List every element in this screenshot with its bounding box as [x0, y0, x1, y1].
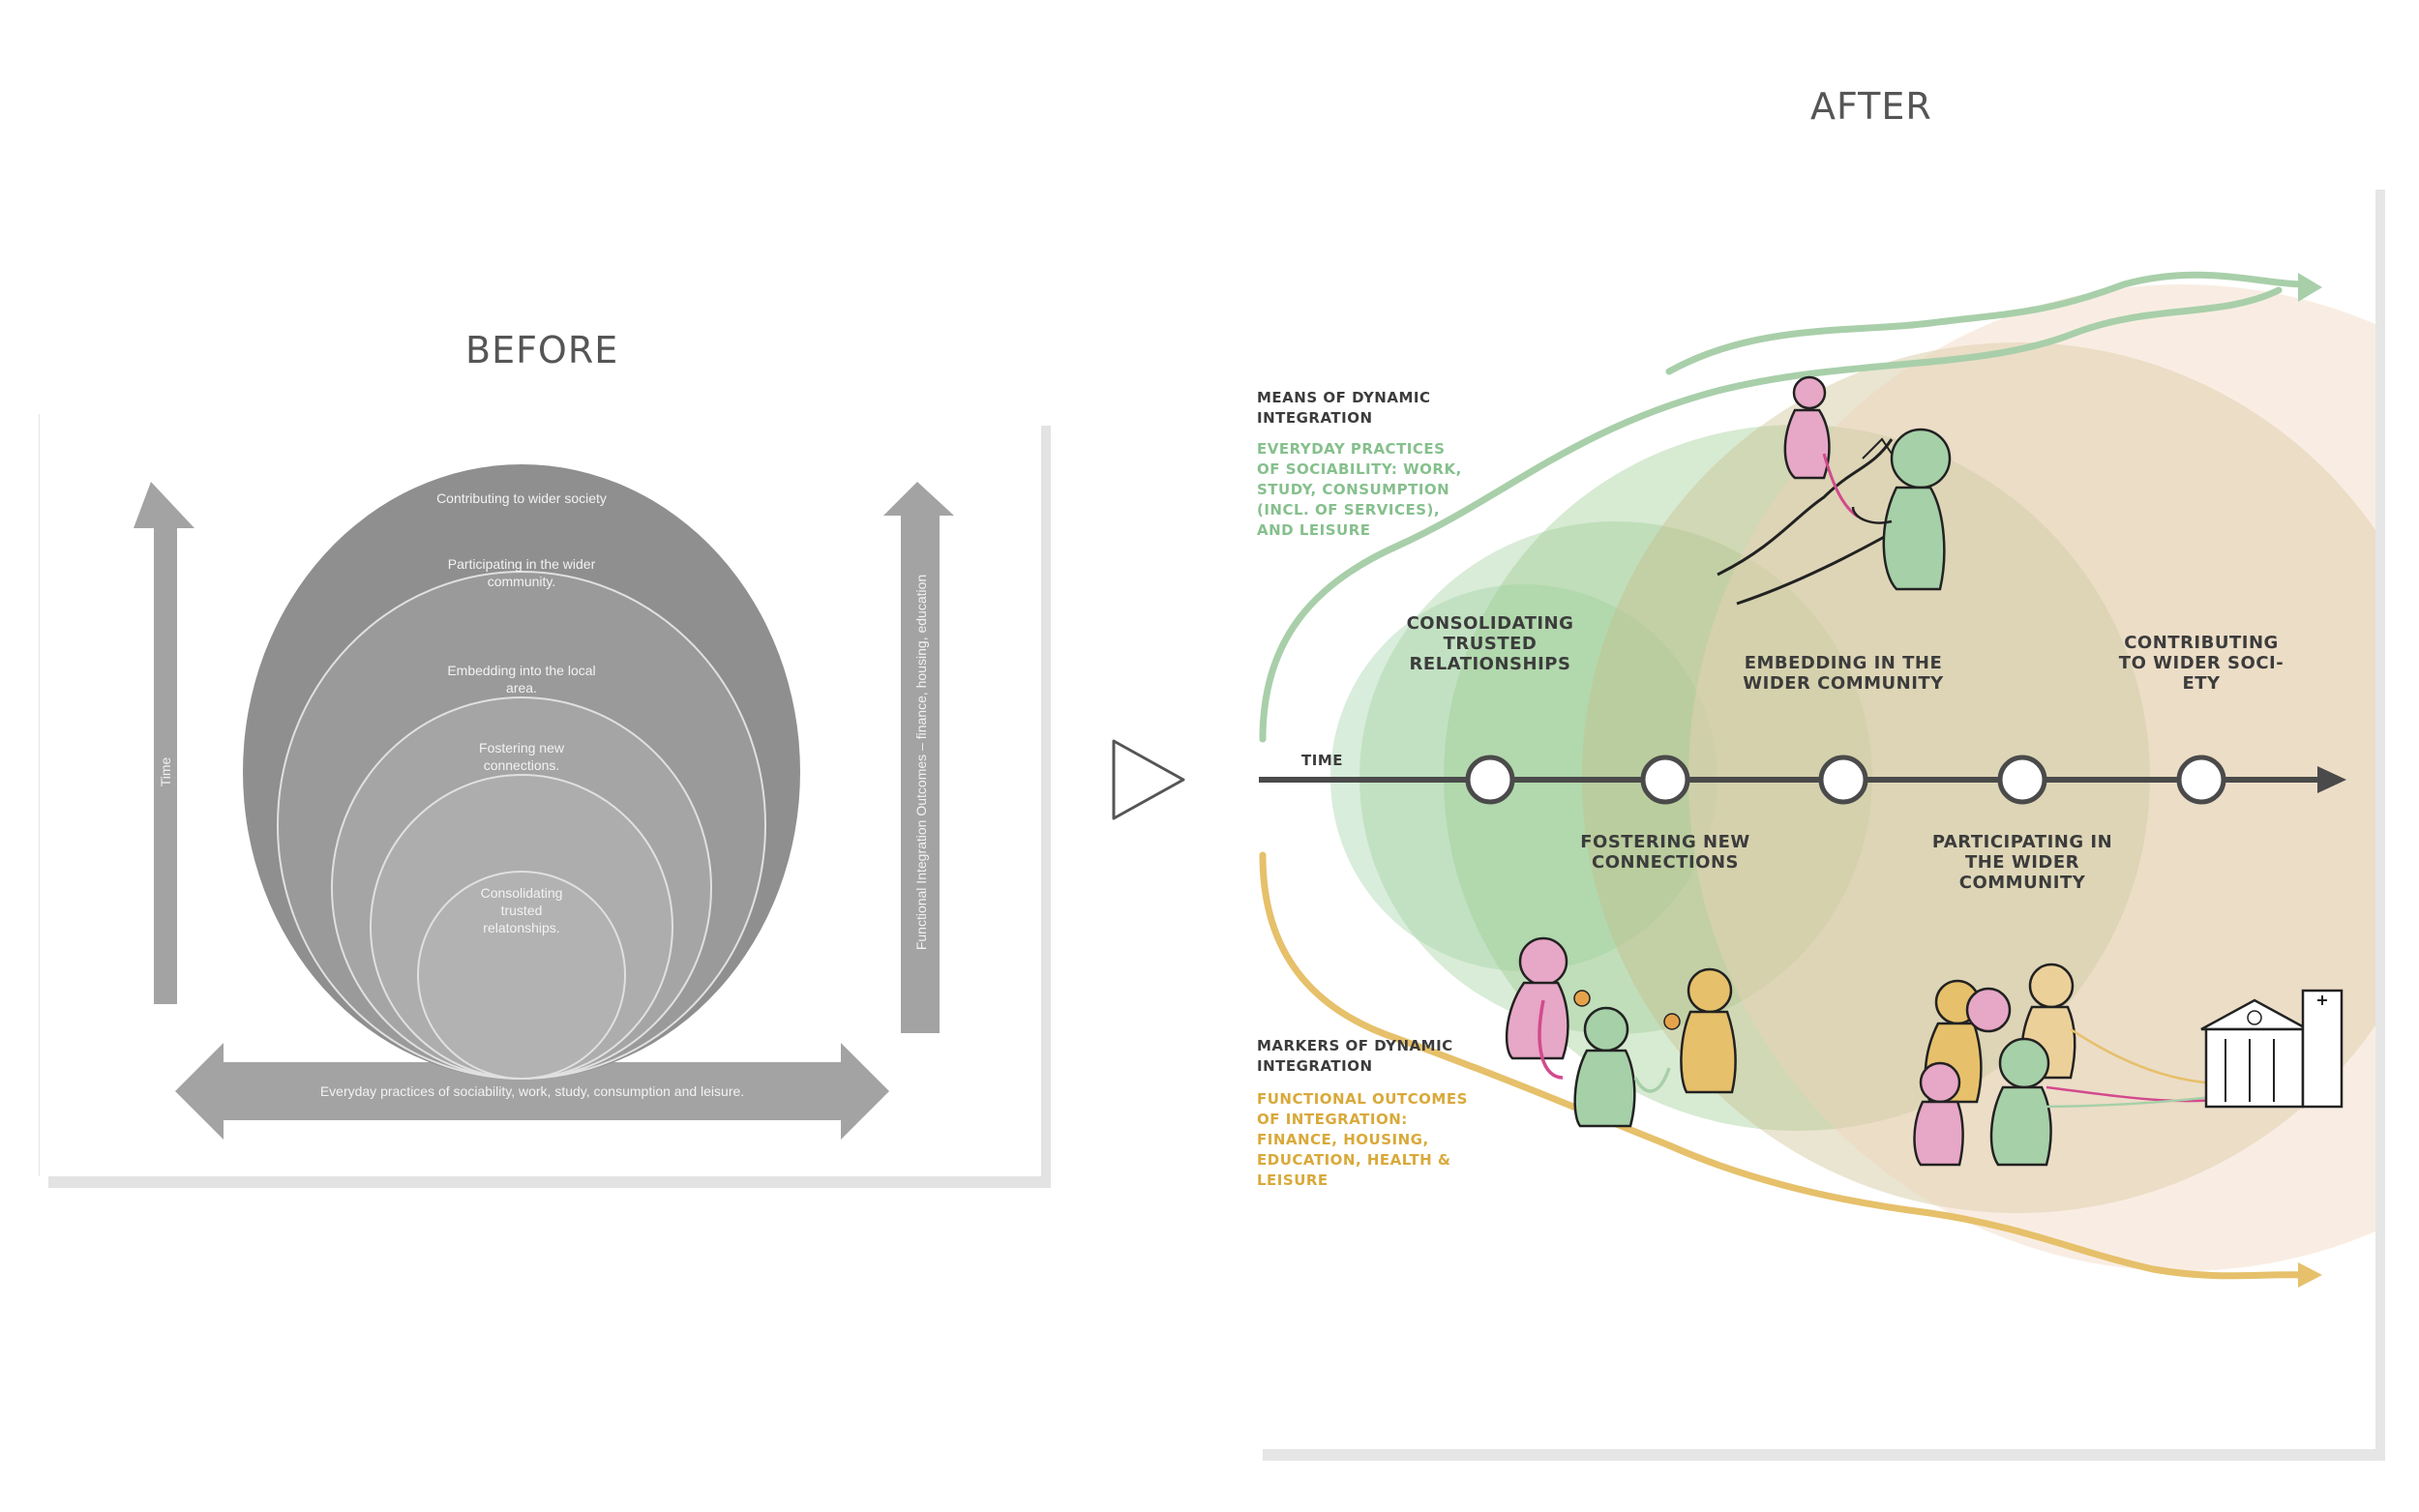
circle-stage-label-line: relatonships. — [483, 920, 559, 935]
person-icon — [1965, 987, 2012, 1033]
time-arrow: Time — [134, 482, 194, 1004]
stage-label-line: FOSTERING NEW — [1580, 832, 1750, 852]
markers-of-integration-text: MARKERS OF DYNAMIC INTEGRATION FUNCTIONAL … — [1257, 1037, 1468, 1189]
hiker-illustration — [1717, 375, 1952, 606]
circle-stage-label-line: Contributing to wider society — [436, 490, 607, 506]
timeline-node — [1997, 755, 2047, 805]
markers-body-line: OF INTEGRATION: — [1257, 1111, 1408, 1128]
stage-label-line: CONTRIBUTING — [2124, 633, 2279, 653]
everyday-practices-arrow: Everyday practices of sociability, work,… — [175, 1043, 889, 1140]
timeline-node — [2176, 755, 2226, 805]
circle-stage-label: Contributing to wider society — [436, 490, 607, 506]
person-icon — [1583, 1006, 1629, 1052]
person-icon — [1919, 1061, 1961, 1104]
stage-label-line: WIDER COMMUNITY — [1743, 673, 1944, 694]
circle-stage-label-line: connections. — [484, 757, 560, 773]
stage-label-line: CONNECTIONS — [1592, 852, 1739, 873]
means-of-integration-text: MEANS OF DYNAMIC INTEGRATION EVERYDAY PRAC… — [1257, 389, 1462, 539]
markers-body-line: LEISURE — [1257, 1171, 1329, 1189]
circle-stage-label-line: area. — [506, 680, 537, 696]
stage-label-line: THE WIDER — [1965, 852, 2079, 873]
circle-stage-label-line: Fostering new — [479, 740, 565, 756]
means-body-line: OF SOCIABILITY: WORK, — [1257, 460, 1462, 478]
markers-body: FUNCTIONAL OUTCOMES OF INTEGRATION: FINANC… — [1257, 1090, 1468, 1189]
everyday-practices-label: Everyday practices of sociability, work,… — [320, 1083, 744, 1099]
group-connection-illustration — [1505, 936, 1737, 1128]
circle-stage-label-line: community. — [488, 574, 556, 589]
means-body-line: (INCL. OF SERVICES), — [1257, 501, 1440, 519]
person-icon — [1890, 428, 1952, 489]
circle-stage-label: Consolidating trusted relatonships. — [481, 885, 563, 935]
means-body-line: EVERYDAY PRACTICES — [1257, 440, 1445, 458]
circle-stage-label: Embedding into the local area. — [447, 663, 595, 696]
person-icon — [1792, 375, 1827, 410]
person-icon — [1998, 1037, 2050, 1089]
time-label: Time — [158, 756, 173, 786]
stage-label-line: ETY — [2182, 673, 2221, 694]
timeline-node — [1640, 755, 1690, 805]
means-arrow-head — [2298, 273, 2322, 302]
person-icon — [1518, 936, 1568, 987]
person-icon — [2028, 963, 2075, 1009]
circle-stage-label-line: Participating in the wider — [448, 556, 596, 572]
stage-label-line: CONSOLIDATING — [1407, 613, 1574, 634]
community-services-illustration — [1913, 963, 2344, 1167]
timeline-nodes — [1465, 755, 2226, 805]
before-heading: BEFORE — [465, 329, 619, 371]
means-flow-line — [1259, 286, 2283, 743]
markers-body-line: FUNCTIONAL OUTCOMES — [1257, 1090, 1468, 1108]
means-title: MEANS OF DYNAMIC INTEGRATION — [1257, 389, 1430, 427]
person-icon — [1687, 967, 1733, 1014]
markers-body-line: FINANCE, HOUSING, — [1257, 1131, 1429, 1148]
markers-title: MARKERS OF DYNAMIC INTEGRATION — [1257, 1037, 1453, 1075]
nested-circles: Contributing to wider societyParticipati… — [243, 464, 800, 1080]
markers-title-line: INTEGRATION — [1257, 1057, 1373, 1075]
building-icon — [2200, 989, 2344, 1109]
before-diagram-panel: Time Functional Integration Outcomes – f… — [39, 414, 1041, 1176]
timeline-node — [1818, 755, 1868, 805]
means-title-line: MEANS OF DYNAMIC — [1257, 389, 1430, 406]
circle-stage-label-line: Embedding into the local — [447, 663, 595, 678]
markers-arrow-head — [2298, 1262, 2322, 1288]
stage-label-line: TO WIDER SOCI- — [2119, 653, 2284, 673]
markers-body-line: EDUCATION, HEALTH & — [1257, 1151, 1450, 1169]
timeline-arrow-head — [2317, 766, 2346, 793]
timeline-node — [1465, 755, 1515, 805]
circle-stage-label-line: Consolidating — [481, 885, 563, 901]
timeline-label: TIME — [1301, 752, 1343, 769]
stage-label-line: RELATIONSHIPS — [1410, 654, 1571, 674]
means-body-line: STUDY, CONSUMPTION — [1257, 481, 1449, 498]
stage-label-line: TRUSTED — [1444, 634, 1538, 654]
means-body: EVERYDAY PRACTICES OF SOCIABILITY: WORK, S… — [1257, 440, 1462, 539]
stage-label-line: EMBEDDING IN THE — [1745, 653, 1943, 673]
means-title-line: INTEGRATION — [1257, 409, 1373, 427]
means-body-line: AND LEISURE — [1257, 521, 1371, 539]
stage-label-line: COMMUNITY — [1959, 873, 2086, 893]
circle-stage-label: Participating in the wider community. — [448, 556, 596, 589]
circle-stage — [417, 871, 626, 1080]
before-diagram: Time Functional Integration Outcomes – f… — [134, 464, 954, 1140]
after-heading: AFTER — [1810, 85, 1932, 128]
stage-label-line: PARTICIPATING IN — [1932, 832, 2112, 852]
functional-outcomes-arrow: Functional Integration Outcomes – financ… — [883, 482, 954, 1033]
play-triangle-icon — [1112, 739, 1185, 820]
functional-outcomes-label: Functional Integration Outcomes – financ… — [913, 575, 929, 950]
circle-stage-label-line: trusted — [501, 903, 543, 918]
markers-title-line: MARKERS OF DYNAMIC — [1257, 1037, 1453, 1054]
